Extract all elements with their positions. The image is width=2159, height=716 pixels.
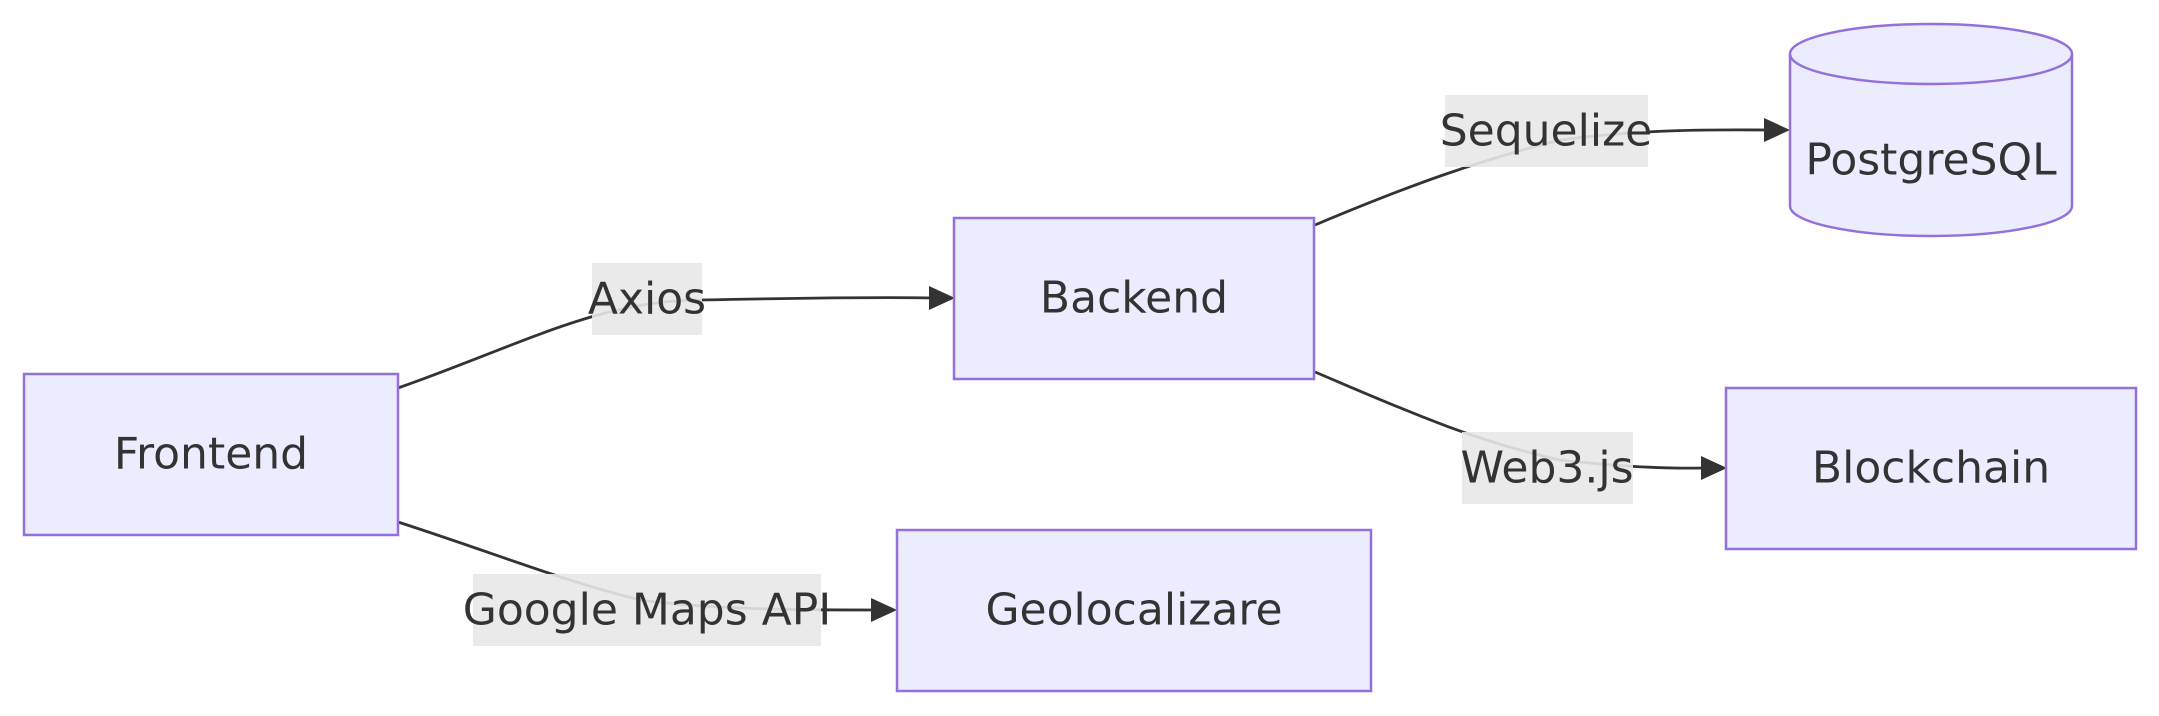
node-label: PostgreSQL [1805, 135, 2057, 186]
edge-label-text: Web3.js [1460, 443, 1633, 494]
edge-label-text: Axios [588, 274, 706, 325]
node-label: Backend [1040, 273, 1228, 324]
edge-label-sequelize: Sequelize [1440, 95, 1653, 167]
node-label: Geolocalizare [985, 585, 1282, 636]
edge-label-web3: Web3.js [1460, 432, 1634, 504]
node-frontend: Frontend [22, 372, 400, 537]
node-label: Frontend [114, 429, 308, 480]
edge-label-google-maps-api: Google Maps API [463, 574, 832, 646]
edge-label-text: Sequelize [1440, 106, 1653, 157]
node-geolocalizare: Geolocalizare [895, 528, 1373, 693]
node-postgresql: PostgreSQL [1788, 22, 2074, 238]
node-backend: Backend [952, 216, 1316, 381]
node-label: Blockchain [1812, 443, 2050, 494]
node-blockchain: Blockchain [1724, 386, 2138, 551]
edge-label-axios: Axios [588, 263, 706, 335]
edge-label-text: Google Maps API [463, 585, 832, 636]
